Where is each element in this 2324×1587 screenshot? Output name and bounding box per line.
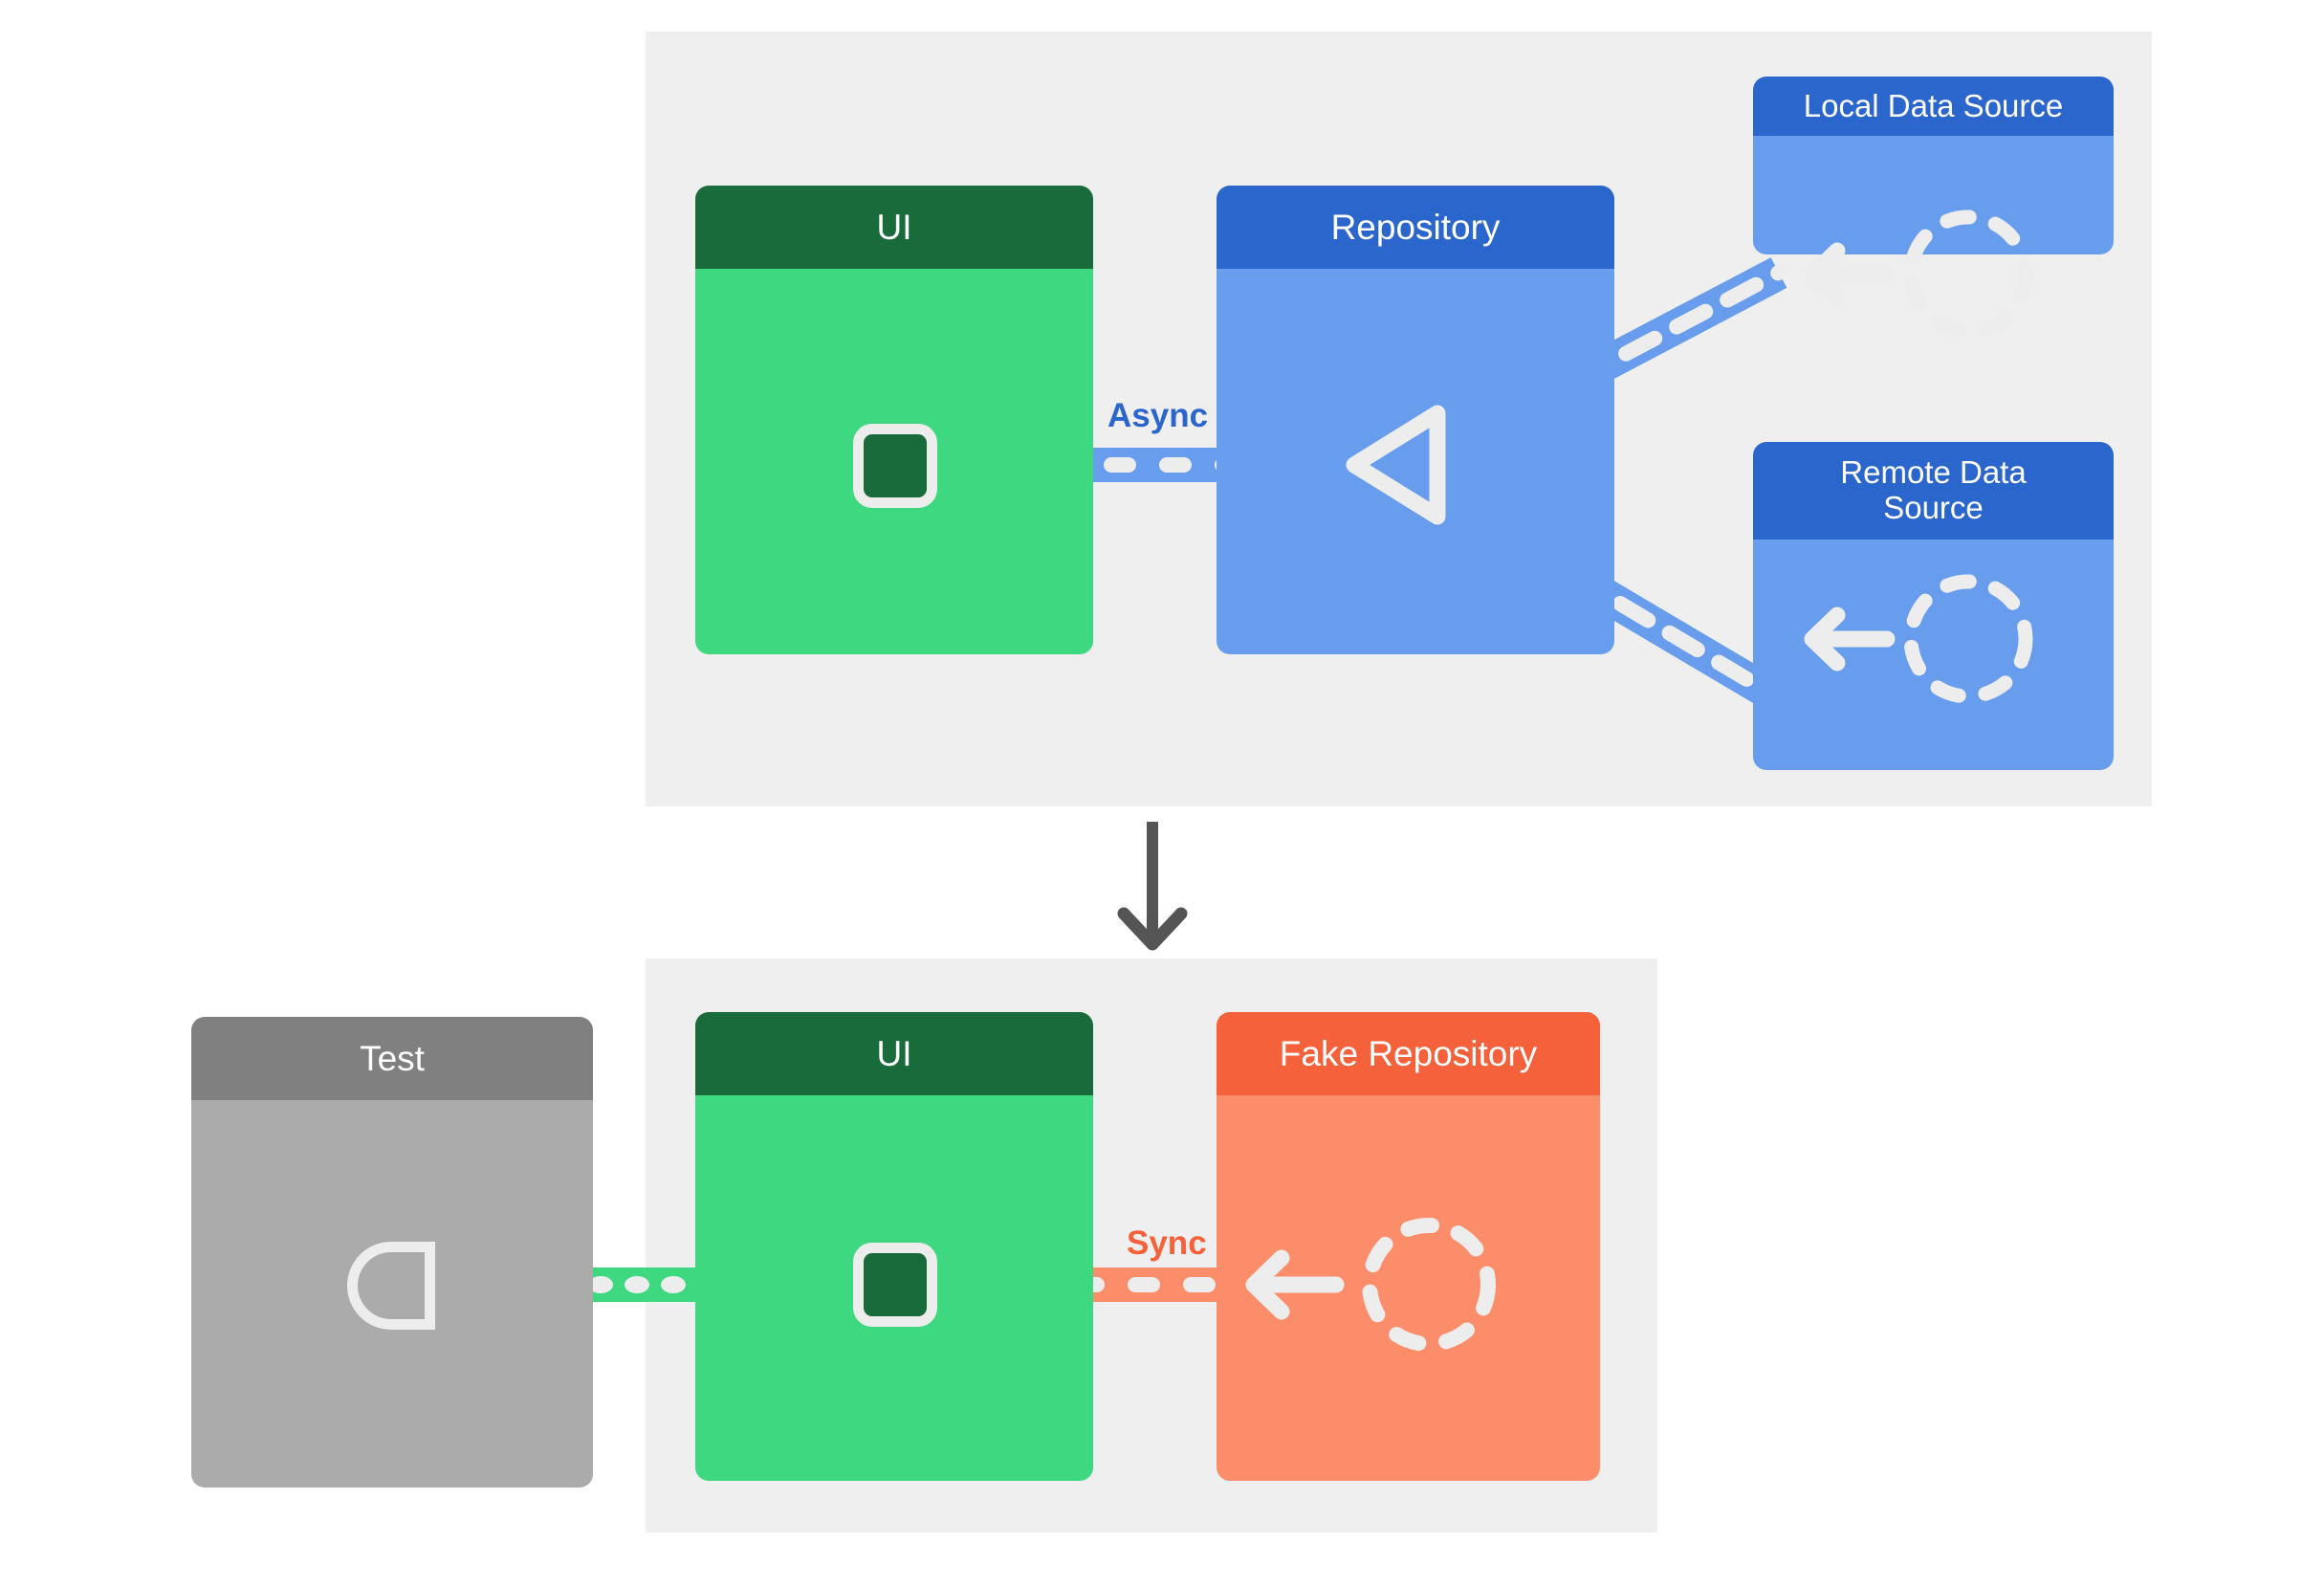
fake-repository-glyphs [1245,1218,1496,1352]
card-ui-test[interactable]: UI [695,1012,1093,1481]
card-title: Repository [1217,186,1614,269]
local-data-source-glyphs [1804,209,2033,340]
card-local-data-source[interactable]: Local Data Source [1753,77,2114,254]
card-body [1753,540,2114,770]
dot [661,1276,686,1293]
down-arrow-icon [1117,822,1188,951]
card-title: Test [191,1017,593,1100]
card-ui-production[interactable]: UI [695,186,1093,654]
card-title: Remote Data Source [1753,442,2114,540]
dot [588,1276,613,1293]
remote-data-source-glyphs [1804,574,2033,704]
card-title: UI [695,186,1093,269]
card-title: Local Data Source [1753,77,2114,136]
card-title: UI [695,1012,1093,1095]
dash [1159,457,1192,473]
dash [1128,1277,1160,1292]
dashed-circle-icon [1903,209,2033,340]
square-chip-icon [853,1243,937,1327]
label-async: Async [1107,397,1209,434]
card-body [1753,136,2114,254]
label-sync: Sync [1127,1224,1207,1262]
d-socket-icon [347,1242,435,1330]
arrow-left-icon [1804,606,1896,672]
card-body [1217,269,1614,654]
square-chip-icon [853,424,937,508]
triangle-socket-icon [1346,405,1446,525]
dashed-circle-icon [1362,1218,1496,1352]
arrow-left-icon [1245,1249,1345,1320]
card-repository[interactable]: Repository [1217,186,1614,654]
dot [625,1276,649,1293]
card-remote-data-source[interactable]: Remote Data Source [1753,442,2114,770]
d-socket-cap [425,1242,435,1330]
dash [1104,457,1136,473]
dash [1183,1277,1216,1292]
arrow-left-icon [1804,242,1896,307]
dashed-circle-icon [1903,574,2033,704]
card-title: Fake Repository [1217,1012,1600,1095]
